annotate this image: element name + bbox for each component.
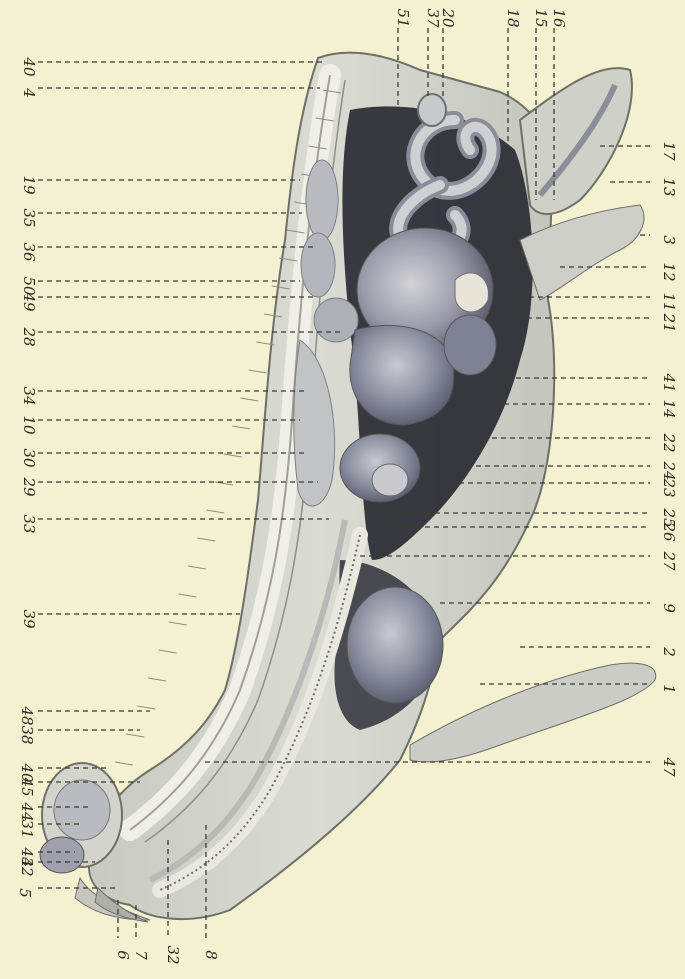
reference-number: 28 — [20, 326, 38, 346]
reference-number: 3 — [660, 235, 678, 245]
vertebra — [115, 762, 133, 765]
reference-number: 27 — [660, 550, 678, 571]
reference-number: 40 — [20, 56, 38, 77]
reference-number: 5 — [16, 888, 34, 898]
reference-number: 48 — [18, 705, 36, 725]
vertebra — [148, 678, 166, 681]
reference-number: 32 — [164, 945, 182, 964]
reference-number: 6 — [114, 950, 132, 960]
reference-number: 36 — [20, 242, 38, 262]
crop — [347, 587, 443, 703]
vertebra — [232, 426, 250, 429]
gizzard-lining — [455, 273, 488, 312]
reference-number: 51 — [394, 8, 412, 27]
vertebra — [178, 594, 196, 597]
reference-number: 17 — [660, 141, 678, 161]
vertebra — [197, 538, 215, 541]
liver — [350, 325, 454, 425]
reference-number: 9 — [660, 603, 678, 613]
heart-ventricle — [372, 464, 408, 496]
reference-number: 29 — [20, 476, 38, 497]
lower-leg — [410, 663, 656, 762]
reference-number: 21 — [660, 312, 678, 332]
reference-number: 26 — [660, 521, 678, 542]
reference-number: 10 — [20, 415, 38, 435]
liver-lobe — [444, 315, 496, 375]
reference-number: 19 — [20, 175, 38, 195]
vertebra — [240, 398, 258, 401]
reference-number: 41 — [660, 372, 678, 392]
reference-number: 16 — [550, 8, 568, 28]
vertebra — [159, 650, 177, 653]
reference-number: 47 — [660, 756, 678, 777]
vertebra — [206, 510, 224, 513]
reference-number: 12 — [660, 262, 678, 281]
reference-number: 2 — [660, 646, 678, 657]
brain — [54, 780, 110, 840]
reference-number: 33 — [20, 514, 38, 533]
vertebra — [188, 566, 206, 569]
vertebra — [169, 622, 187, 625]
reference-number: 11 — [660, 292, 678, 311]
reference-number: 1 — [660, 684, 678, 694]
eye — [40, 837, 84, 873]
reference-number: 34 — [20, 386, 38, 405]
reference-number: 31 — [18, 819, 36, 838]
reference-number: 42 — [18, 856, 36, 876]
reference-number: 18 — [504, 8, 522, 27]
reference-number: 39 — [20, 609, 38, 629]
reference-number: 20 — [439, 7, 457, 28]
reference-number: 23 — [660, 477, 678, 497]
reference-number: 22 — [660, 432, 678, 452]
reference-number: 49 — [20, 291, 38, 312]
vertebra — [248, 370, 266, 373]
vertebra — [126, 734, 144, 737]
cloaca — [418, 94, 446, 126]
vertebra — [137, 706, 155, 709]
reference-number: 7 — [132, 950, 150, 960]
reference-number: 4 — [20, 87, 38, 98]
reference-number: 15 — [532, 8, 550, 27]
reference-number: 35 — [20, 208, 38, 227]
reference-number: 45 — [18, 776, 36, 796]
reference-number: 14 — [660, 399, 678, 418]
reference-number: 38 — [18, 725, 36, 744]
reference-number: 30 — [20, 448, 38, 468]
reference-number: 13 — [660, 177, 678, 196]
vertebra — [224, 454, 242, 457]
reference-number: 8 — [202, 950, 220, 960]
